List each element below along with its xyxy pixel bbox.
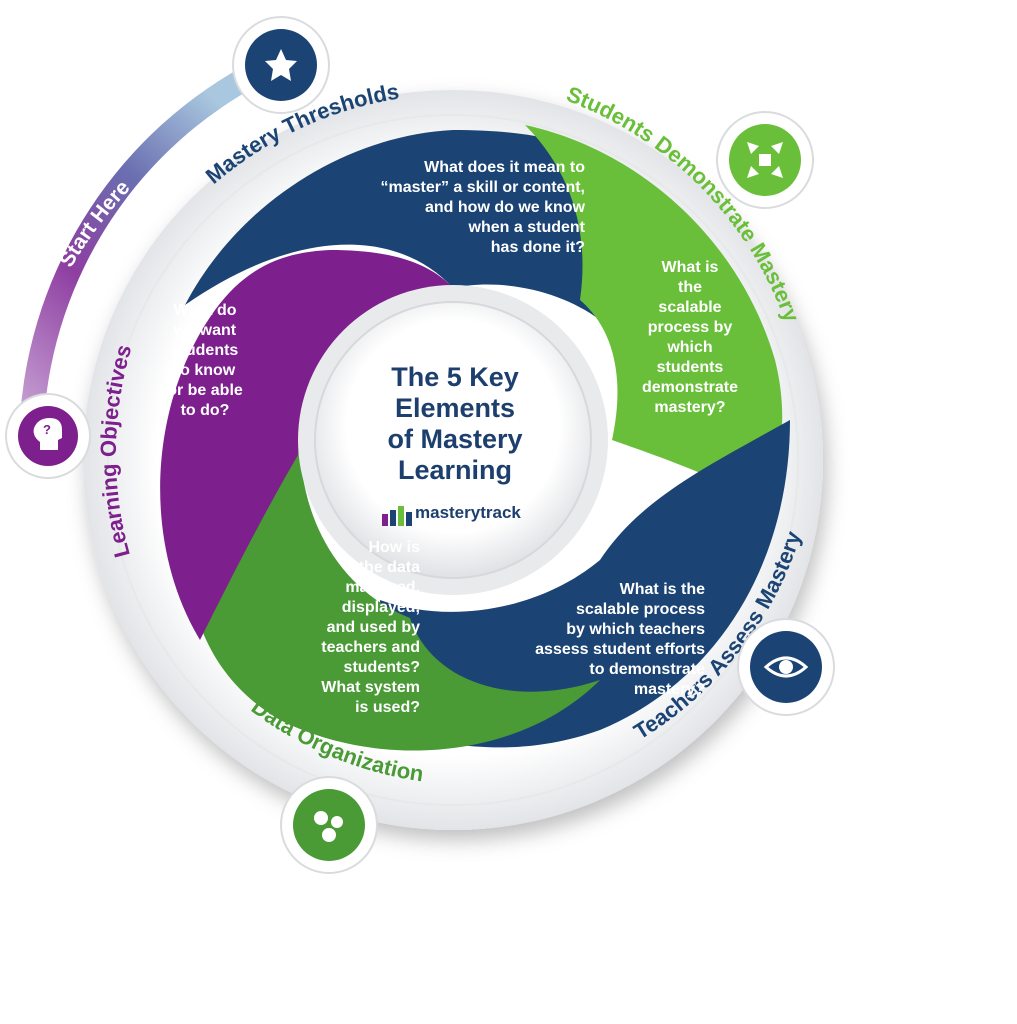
- question-data-organization: How is the data managed, displayed, and …: [321, 539, 420, 716]
- segment-students-demonstrate: [525, 125, 783, 500]
- inner-ring-line: [107, 114, 799, 806]
- badge-head: ?: [5, 393, 91, 479]
- swirl-segments: [160, 125, 790, 751]
- masterytrack-logo: masterytrack: [382, 500, 542, 528]
- question-learning-objectives: What do we want students to know or be a…: [167, 302, 243, 419]
- start-here-band: [20, 60, 268, 420]
- svg-text:?: ?: [43, 422, 51, 437]
- segment-teachers-assess: [380, 420, 790, 748]
- badge-star: [232, 16, 330, 114]
- gears-icon: [314, 811, 343, 842]
- start-here-label: Start Here: [55, 176, 134, 271]
- segment-learning-objectives: [160, 250, 455, 640]
- badge-eye: [737, 618, 835, 716]
- star-icon: [265, 49, 297, 81]
- arrows-out-icon: [747, 142, 783, 178]
- badge-arrows: [716, 111, 814, 209]
- head-question-icon: ?: [33, 418, 62, 450]
- badge-gears: [280, 776, 378, 874]
- diagram-title: The 5 Key Elements of Mastery Learning: [387, 362, 523, 485]
- segment-mastery-thresholds: [185, 130, 605, 320]
- center-disc: [314, 301, 592, 579]
- question-teachers-assess: What is the scalable process by which te…: [535, 581, 705, 698]
- question-mastery-thresholds: What does it mean to “master” a skill or…: [380, 159, 585, 256]
- segment-data-organization: [190, 440, 600, 751]
- brand-name: masterytrack: [415, 503, 521, 522]
- logo-bars-icon: [382, 506, 412, 526]
- eye-icon: [763, 656, 809, 678]
- question-students-demonstrate: What is the scalable process by which st…: [641, 259, 739, 416]
